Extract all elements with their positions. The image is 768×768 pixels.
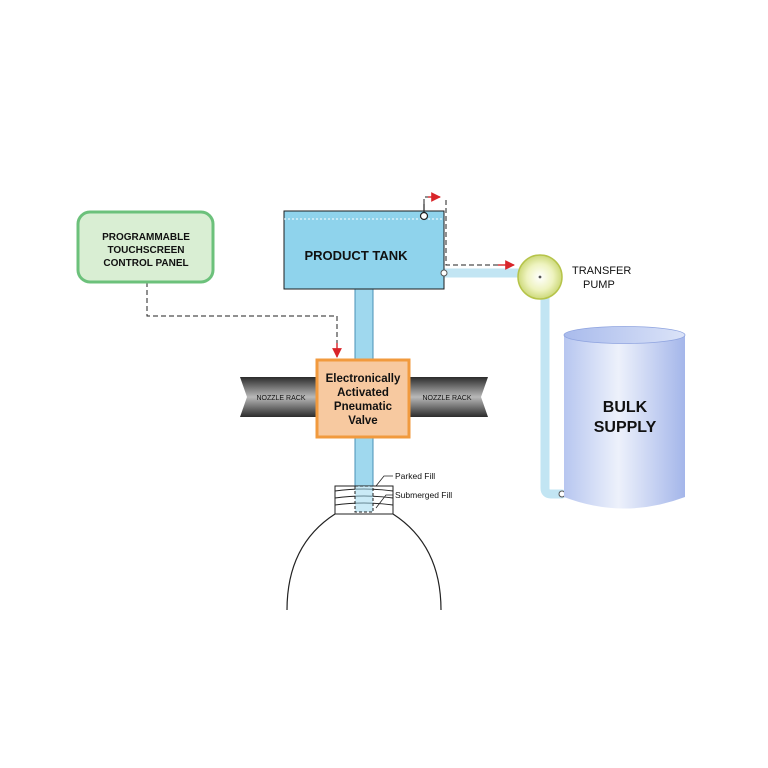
transfer-pipe <box>439 268 567 499</box>
bottle <box>286 485 442 611</box>
bulk-supply-label-line1: BULK <box>603 399 648 416</box>
product-tank: PRODUCT TANK <box>283 204 448 290</box>
level-sensor-icon <box>419 204 429 221</box>
valve-label-line2: Activated <box>337 387 389 399</box>
pneumatic-valve: Electronically Activated Pneumatic Valve <box>315 358 411 439</box>
submerged-fill-label: Submerged Fill <box>395 490 452 500</box>
control-panel-label-line1: PROGRAMMABLE <box>102 232 190 243</box>
control-panel: PROGRAMMABLE TOUCHSCREEN CONTROL PANEL <box>76 210 215 284</box>
valve-label-line4: Valve <box>348 415 377 427</box>
pump-center-icon <box>538 275 542 279</box>
tank-outlet-icon <box>440 269 448 277</box>
bulk-supply-tank: BULK SUPPLY <box>563 326 686 509</box>
bulk-supply-label-line2: SUPPLY <box>594 419 657 436</box>
product-tank-label: PRODUCT TANK <box>304 248 408 263</box>
parked-fill-label: Parked Fill <box>395 471 435 481</box>
control-panel-label-line3: CONTROL PANEL <box>103 258 188 269</box>
control-panel-label-line2: TOUCHSCREEN <box>107 245 184 256</box>
transfer-pump: TRANSFER PUMP <box>517 254 631 300</box>
nozzle-rack-label-right: NOZZLE RACK <box>422 395 471 402</box>
nozzle-rack-label-left: NOZZLE RACK <box>256 395 305 402</box>
transfer-pump-label-line1: TRANSFER <box>572 265 631 277</box>
transfer-pump-label-line2: PUMP <box>583 279 615 291</box>
signal-lines <box>146 192 515 358</box>
valve-label-line1: Electronically <box>326 373 401 385</box>
fill-level-callouts: Parked Fill Submerged Fill <box>375 471 452 509</box>
nozzle-rack: NOZZLE RACK NOZZLE RACK <box>240 377 488 417</box>
valve-label-line3: Pneumatic <box>334 401 393 413</box>
